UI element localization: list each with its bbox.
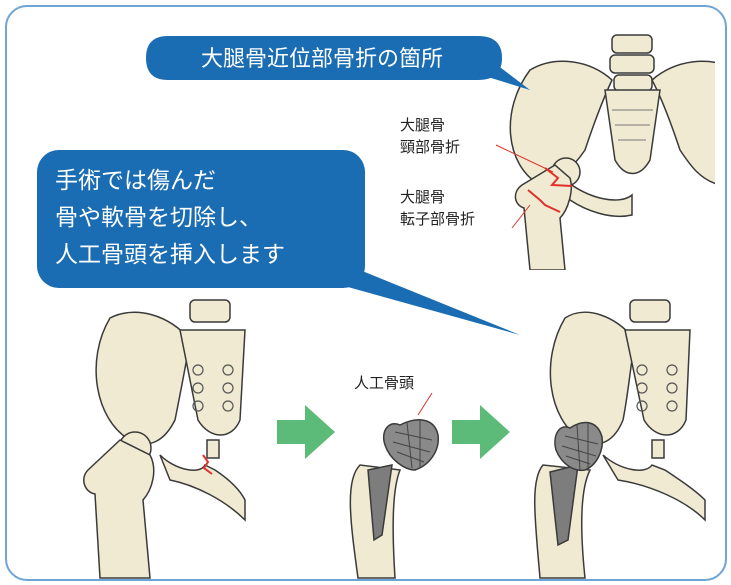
fractured-hip-illustration (83, 299, 246, 579)
svg-text:大腿骨: 大腿骨 (400, 116, 445, 134)
trochanter-fracture-label: 大腿骨 転子部骨折 (400, 188, 475, 228)
svg-text:転子部骨折: 転子部骨折 (400, 210, 475, 228)
implant-illustration (349, 419, 439, 579)
fracture-line-bottom (202, 454, 213, 475)
svg-text:大腿骨: 大腿骨 (400, 188, 445, 206)
fracture-lines-top (527, 167, 573, 213)
surgery-bubble: 手術では傷んだ 骨や軟骨を切除し、 人工骨頭を挿入します (37, 150, 520, 335)
implant-label: 人工骨頭 (354, 374, 414, 392)
svg-text:頸部骨折: 頸部骨折 (400, 138, 460, 156)
implant-leader-line (417, 392, 433, 416)
arrow-right-1 (277, 405, 335, 459)
hip-with-implant-illustration (533, 299, 706, 579)
svg-text:人工骨頭を挿入します: 人工骨頭を挿入します (55, 242, 285, 268)
header-bubble: 大腿骨近位部骨折の箇所 (146, 36, 530, 90)
neck-leader-line (495, 144, 554, 173)
svg-text:大腿骨近位部骨折の箇所: 大腿骨近位部骨折の箇所 (201, 47, 443, 72)
neck-fracture-label: 大腿骨 頸部骨折 (400, 116, 460, 156)
pelvis-overview-illustration (509, 34, 715, 270)
svg-text:骨や軟骨を切除し、: 骨や軟骨を切除し、 (55, 205, 262, 231)
arrow-right-2 (452, 405, 510, 459)
trochanter-leader-line (511, 204, 531, 229)
svg-text:手術では傷んだ: 手術では傷んだ (55, 168, 216, 194)
